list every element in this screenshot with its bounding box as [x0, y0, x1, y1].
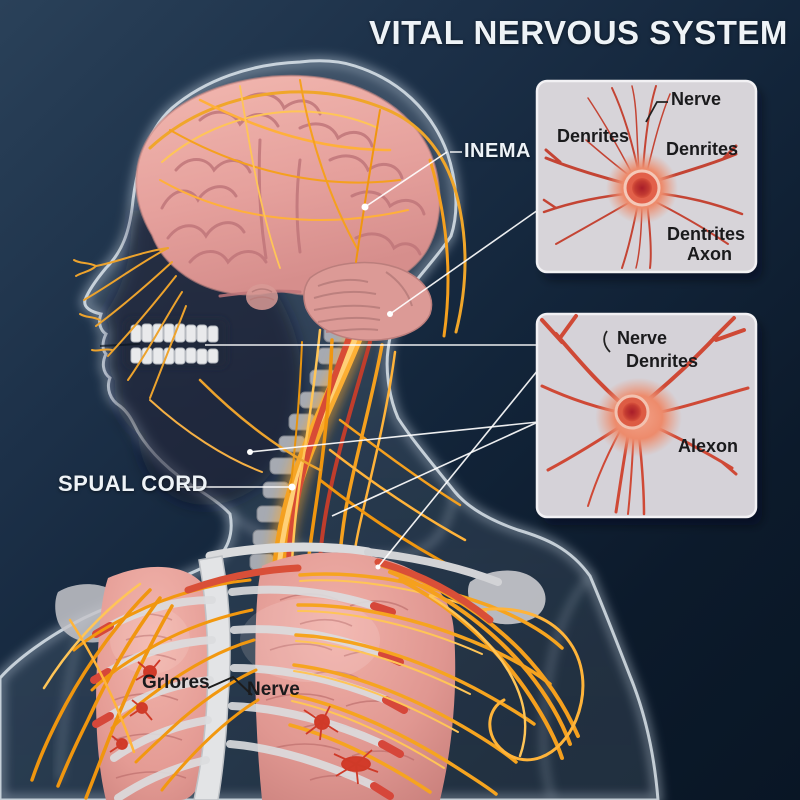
leader-fan-2 — [331, 421, 539, 517]
inset-top-nerve-label: Nerve — [671, 89, 722, 109]
nerve-ganglia — [109, 659, 379, 785]
inset-bottom-nerve-label: Nerve — [617, 328, 668, 348]
leader-grlores-nerve — [207, 675, 253, 696]
leader-fan-1 — [249, 421, 539, 453]
neuron-top — [542, 85, 744, 269]
inset-panel-top — [535, 79, 762, 280]
leader-inset-top — [389, 209, 539, 315]
spinal-cord-callout-label: SPUAL CORD — [58, 471, 209, 496]
cranial-nerves — [73, 79, 467, 399]
poster-title: VITAL NERVOUS SYSTEM — [369, 14, 788, 51]
chest-nerve-label: Nerve — [247, 679, 300, 700]
inset-top-dendrites-left-label: Denrites — [557, 126, 630, 146]
inset-top-axon-label: Axon — [687, 244, 732, 264]
teeth — [99, 318, 228, 368]
brain-callout-label: INEMA — [464, 140, 531, 162]
inset-bottom-dendrites-label: Denrites — [626, 351, 699, 371]
inset-bottom-axon-label: Alexon — [678, 436, 739, 456]
inset-top-dendrites-right-label: Denrites — [666, 139, 739, 159]
leader-shoulder — [377, 369, 539, 568]
nerve-network — [30, 558, 585, 800]
leader-inema — [364, 151, 462, 208]
neuron-bottom — [540, 314, 750, 516]
inset-top-dendrites-bottom-label: Dentrites — [667, 224, 746, 244]
chest-ganglion-label: Grlores — [142, 672, 210, 693]
inset-panel-bottom — [535, 312, 762, 525]
leader-lines — [177, 151, 539, 570]
